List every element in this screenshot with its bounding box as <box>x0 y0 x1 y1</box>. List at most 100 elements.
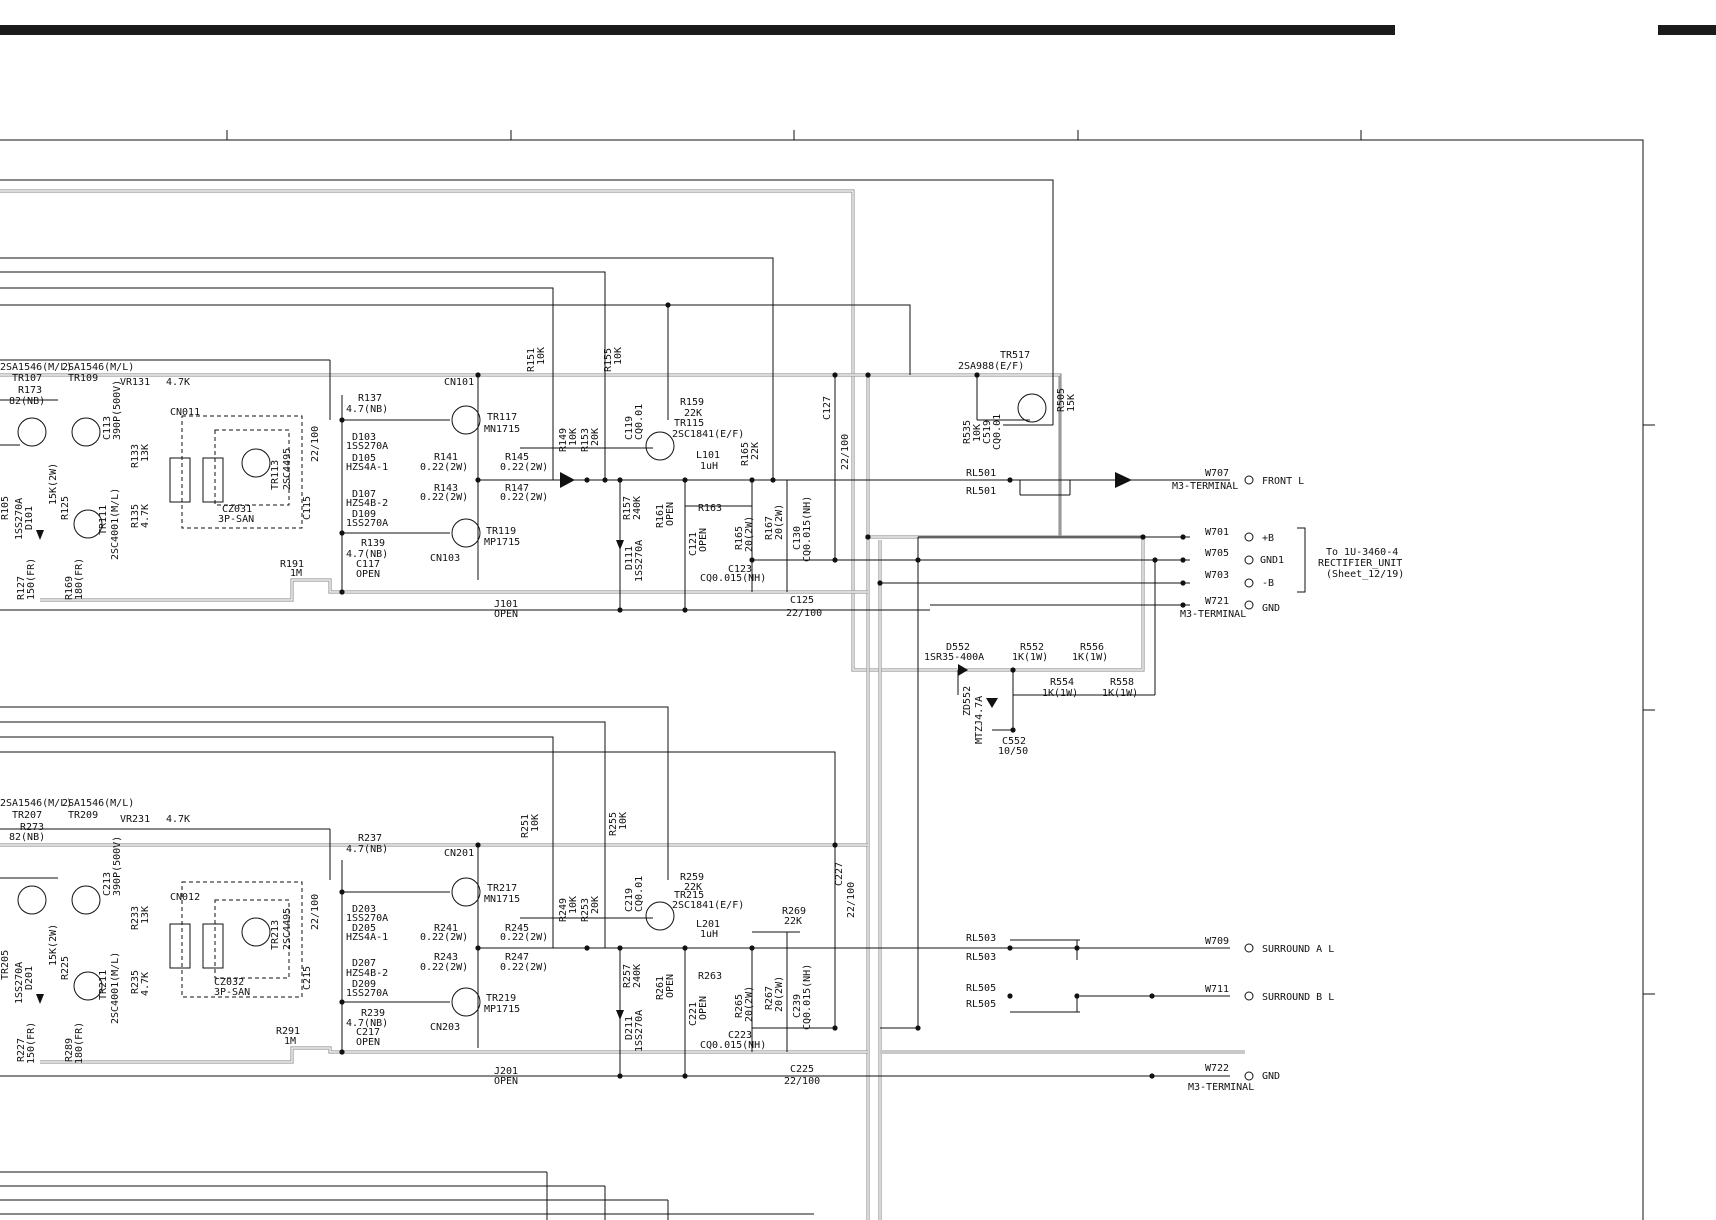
label: D103 <box>352 432 376 443</box>
vertical-label: 10K <box>972 424 983 442</box>
label: 1uH <box>700 461 718 472</box>
label: CN201 <box>444 848 474 859</box>
label: 3P-SAN <box>218 514 254 525</box>
label: 2SA1546(M/L) <box>62 362 134 373</box>
label: C223 <box>728 1030 752 1041</box>
vertical-label: R135 <box>130 504 141 528</box>
vertical-label: R257 <box>622 964 633 988</box>
label: RL505 <box>966 983 996 994</box>
vertical-label: 22/100 <box>310 894 321 930</box>
vertical-label: R267 <box>764 986 775 1010</box>
label: 2SC1841(E/F) <box>672 900 744 911</box>
label: 1K(1W) <box>1042 688 1078 699</box>
label: 82(NB) <box>9 396 45 407</box>
label: D107 <box>352 489 376 500</box>
label: 4.7K <box>166 377 190 388</box>
vertical-label: C215 <box>302 966 313 990</box>
label: R556 <box>1080 642 1104 653</box>
label: J101 <box>494 599 518 610</box>
label: 4.7(NB) <box>346 844 388 855</box>
vertical-label: R165 <box>734 526 745 550</box>
label: 4.7(NB) <box>346 404 388 415</box>
label: R273 <box>20 822 44 833</box>
vertical-label: R535 <box>962 420 973 444</box>
vertical-label: R265 <box>734 994 745 1018</box>
label: R143 <box>434 483 458 494</box>
label: 2SA1546(M/L) <box>62 798 134 809</box>
label: D552 <box>946 642 970 653</box>
label: HZS4A-1 <box>346 932 388 943</box>
label: TR215 <box>674 890 704 901</box>
label: SURROUND A L <box>1262 944 1334 955</box>
vertical-label: 150(FR) <box>26 1022 37 1064</box>
label: R269 <box>782 906 806 917</box>
vertical-label: 180(FR) <box>74 1022 85 1064</box>
vertical-label: C121 <box>688 532 699 556</box>
label: C117 <box>356 559 380 570</box>
label: R191 <box>280 559 304 570</box>
label: HZS4A-1 <box>346 462 388 473</box>
vertical-label: D111 <box>624 546 635 570</box>
vertical-label: R289 <box>64 1038 75 1062</box>
vertical-label: R155 <box>603 348 614 372</box>
vertical-label: TR111 <box>98 505 109 535</box>
vertical-label: 20(2W) <box>744 516 755 552</box>
label: 22K <box>684 882 702 893</box>
label: 0.22(2W) <box>420 932 468 943</box>
label: C552 <box>1002 736 1026 747</box>
label: MP1715 <box>484 1004 520 1015</box>
vertical-label: 390P(500V) <box>112 380 123 440</box>
vertical-label: C219 <box>624 888 635 912</box>
vertical-label: R253 <box>580 898 591 922</box>
vertical-label: 20(2W) <box>744 986 755 1022</box>
label: 0.22(2W) <box>420 962 468 973</box>
vertical-label: 13K <box>140 906 151 924</box>
label: 2SA1546(M/L) <box>0 362 72 373</box>
label: 10/50 <box>998 746 1028 757</box>
terminal-circles <box>1244 475 1254 1081</box>
vertical-label: R227 <box>16 1038 27 1062</box>
vertical-label: C113 <box>102 416 113 440</box>
vertical-label: 1SS270A <box>14 498 25 540</box>
label: 1K(1W) <box>1012 652 1048 663</box>
label: CN203 <box>430 1022 460 1033</box>
label: CQ0.015(NH) <box>700 1040 766 1051</box>
label: OPEN <box>494 609 518 620</box>
vertical-label: 13K <box>140 444 151 462</box>
vertical-label: 20(2W) <box>774 504 785 540</box>
vertical-label: 15K <box>1066 394 1077 412</box>
vertical-label: R249 <box>558 898 569 922</box>
vertical-label: TR213 <box>270 920 281 950</box>
label: 0.22(2W) <box>500 932 548 943</box>
label: 2SA988(E/F) <box>958 361 1024 372</box>
label: L101 <box>696 450 720 461</box>
junction-dots <box>339 302 1186 1079</box>
label: MN1715 <box>484 894 520 905</box>
vertical-label: 2SC4001(M/L) <box>110 488 121 560</box>
vertical-label: 4.7K <box>140 972 151 996</box>
vertical-label: R225 <box>60 956 71 980</box>
vertical-label: R165 <box>740 442 751 466</box>
vertical-label: C115 <box>302 496 313 520</box>
label: TR219 <box>486 993 516 1004</box>
label: RL503 <box>966 933 996 944</box>
label: 4.7K <box>166 814 190 825</box>
label: W711 <box>1205 984 1229 995</box>
label: TR119 <box>486 526 516 537</box>
label: TR209 <box>68 810 98 821</box>
label: RL503 <box>966 952 996 963</box>
vertical-label: 20K <box>590 896 601 914</box>
label: 1SS270A <box>346 913 388 924</box>
label: To 1U-3460-4 <box>1326 547 1398 558</box>
label: CN011 <box>170 407 200 418</box>
vertical-label: 240K <box>632 496 643 520</box>
vertical-label: 22/100 <box>846 882 857 918</box>
label: R558 <box>1110 677 1134 688</box>
label: 2SC1841(E/F) <box>672 429 744 440</box>
label: W701 <box>1205 527 1229 538</box>
label: 22K <box>784 916 802 927</box>
label: 22/100 <box>784 1076 820 1087</box>
label: C125 <box>790 595 814 606</box>
label: 1SS270A <box>346 518 388 529</box>
